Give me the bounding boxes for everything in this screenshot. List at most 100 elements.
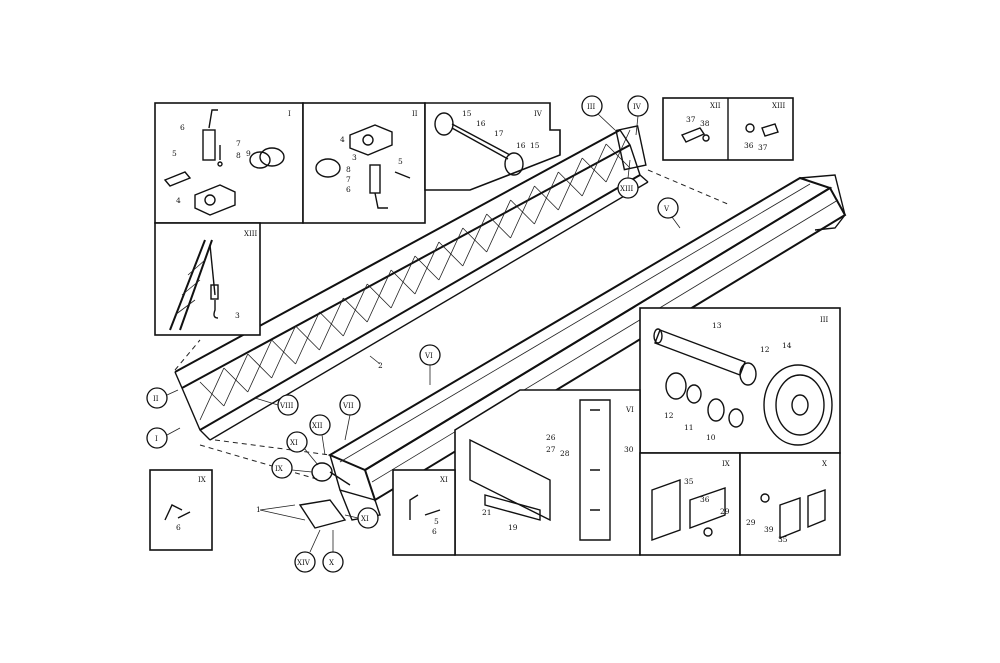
svg-text:IX: IX bbox=[275, 465, 283, 473]
svg-text:6: 6 bbox=[180, 123, 185, 132]
svg-text:IX: IX bbox=[198, 476, 206, 484]
panel-IV: IV 15 16 17 16 15 bbox=[424, 102, 561, 191]
svg-text:X: X bbox=[822, 460, 827, 468]
lattice-brace bbox=[510, 185, 535, 239]
svg-text:XIII: XIII bbox=[244, 230, 258, 238]
svg-text:4: 4 bbox=[176, 196, 181, 205]
svg-text:29: 29 bbox=[746, 518, 756, 527]
svg-text:14: 14 bbox=[782, 341, 792, 350]
lattice-brace bbox=[366, 269, 392, 323]
svg-text:VI: VI bbox=[625, 406, 634, 414]
lattice-brace bbox=[414, 241, 440, 295]
svg-text:IV: IV bbox=[633, 103, 642, 111]
panel-XII-XIII: XII XIII 37 38 36 37 bbox=[662, 97, 794, 161]
svg-text:XI: XI bbox=[440, 476, 448, 484]
lattice-brace bbox=[390, 255, 416, 309]
svg-text:3: 3 bbox=[352, 153, 357, 162]
lattice-brace bbox=[199, 367, 225, 421]
callout-VII: VII bbox=[339, 394, 361, 441]
base-assembly: 1 2 bbox=[256, 355, 383, 529]
svg-text:VI: VI bbox=[424, 352, 433, 360]
panel-IX-small: IX 6 bbox=[149, 469, 213, 551]
svg-text:6: 6 bbox=[176, 523, 181, 532]
svg-text:IV: IV bbox=[534, 110, 543, 118]
svg-text:7: 7 bbox=[236, 139, 241, 148]
svg-text:XIII: XIII bbox=[772, 102, 786, 110]
svg-text:1: 1 bbox=[256, 505, 261, 514]
svg-text:9: 9 bbox=[246, 149, 251, 158]
lattice-brace bbox=[581, 143, 607, 197]
svg-text:35: 35 bbox=[684, 477, 694, 486]
leader-lines bbox=[174, 169, 731, 481]
svg-text:39: 39 bbox=[764, 525, 774, 534]
svg-text:16: 16 bbox=[476, 119, 486, 128]
svg-text:XII: XII bbox=[710, 102, 721, 110]
callout-V: V bbox=[657, 197, 681, 229]
svg-text:27: 27 bbox=[546, 445, 556, 454]
callout-XII: XII bbox=[309, 414, 331, 456]
callout-III: III bbox=[581, 95, 616, 131]
svg-text:7: 7 bbox=[346, 175, 351, 184]
svg-text:5: 5 bbox=[434, 517, 439, 526]
svg-text:19: 19 bbox=[508, 523, 518, 532]
panel-II: II 4 8 5 7 6 3 bbox=[302, 102, 426, 224]
svg-text:III: III bbox=[820, 316, 829, 324]
svg-text:II: II bbox=[153, 395, 159, 403]
svg-text:II: II bbox=[412, 110, 418, 118]
lattice-brace bbox=[342, 283, 368, 337]
callout-IX: IX bbox=[271, 457, 313, 479]
lattice-brace bbox=[271, 325, 296, 379]
callout-IV: IV bbox=[627, 95, 649, 136]
callout-XIV: XIV bbox=[294, 529, 321, 573]
svg-text:XII: XII bbox=[312, 422, 323, 430]
svg-text:36: 36 bbox=[744, 141, 754, 150]
svg-text:V: V bbox=[663, 205, 670, 213]
svg-text:11: 11 bbox=[684, 423, 694, 432]
svg-text:10: 10 bbox=[706, 433, 716, 442]
callout-XI-lower: XI bbox=[344, 507, 379, 529]
panel-X: X 29 39 35 bbox=[739, 452, 841, 556]
callout-I: I bbox=[146, 427, 181, 449]
lattice-brace bbox=[486, 199, 511, 253]
svg-text:16: 16 bbox=[516, 141, 526, 150]
svg-text:3: 3 bbox=[235, 311, 240, 320]
box-boom bbox=[327, 174, 847, 521]
svg-text:VII: VII bbox=[342, 402, 354, 410]
svg-text:37: 37 bbox=[686, 115, 696, 124]
svg-text:38: 38 bbox=[700, 119, 710, 128]
svg-text:6: 6 bbox=[346, 185, 351, 194]
lattice-brace bbox=[319, 297, 344, 351]
lattice-brace bbox=[557, 157, 583, 211]
callout-XIII-top: XIII bbox=[617, 159, 639, 199]
callout-X: X bbox=[322, 530, 344, 573]
lattice-brace bbox=[534, 171, 559, 225]
panel-XI: XI 5 6 bbox=[392, 469, 456, 556]
svg-text:5: 5 bbox=[172, 149, 177, 158]
svg-text:8: 8 bbox=[236, 151, 241, 160]
panel-IX: IX 35 36 29 bbox=[639, 452, 741, 556]
svg-text:4: 4 bbox=[340, 135, 345, 144]
svg-text:III: III bbox=[587, 103, 596, 111]
svg-text:15: 15 bbox=[462, 109, 472, 118]
svg-text:6: 6 bbox=[432, 527, 437, 536]
panel-VI: VI 26 27 28 30 21 19 bbox=[454, 389, 641, 556]
lattice-brace bbox=[223, 353, 249, 407]
callout-XI: XI bbox=[286, 431, 319, 466]
svg-text:XI: XI bbox=[361, 515, 369, 523]
svg-text:26: 26 bbox=[546, 433, 556, 442]
svg-text:I: I bbox=[288, 110, 291, 118]
lattice-brace bbox=[247, 339, 273, 393]
svg-text:XI: XI bbox=[290, 439, 298, 447]
svg-text:X: X bbox=[329, 559, 334, 567]
svg-text:21: 21 bbox=[482, 508, 492, 517]
svg-text:IX: IX bbox=[722, 460, 730, 468]
svg-text:17: 17 bbox=[494, 129, 504, 138]
lattice-brace bbox=[438, 227, 464, 281]
callouts: III IV XIII V VI VII XII VIII II I XI IX… bbox=[146, 95, 681, 573]
svg-text:37: 37 bbox=[758, 143, 768, 152]
panel-I: I 6 7 8 9 5 4 bbox=[154, 102, 304, 224]
svg-text:36: 36 bbox=[700, 495, 710, 504]
panel-III-pulley: III 13 12 14 12 11 10 bbox=[639, 307, 841, 454]
